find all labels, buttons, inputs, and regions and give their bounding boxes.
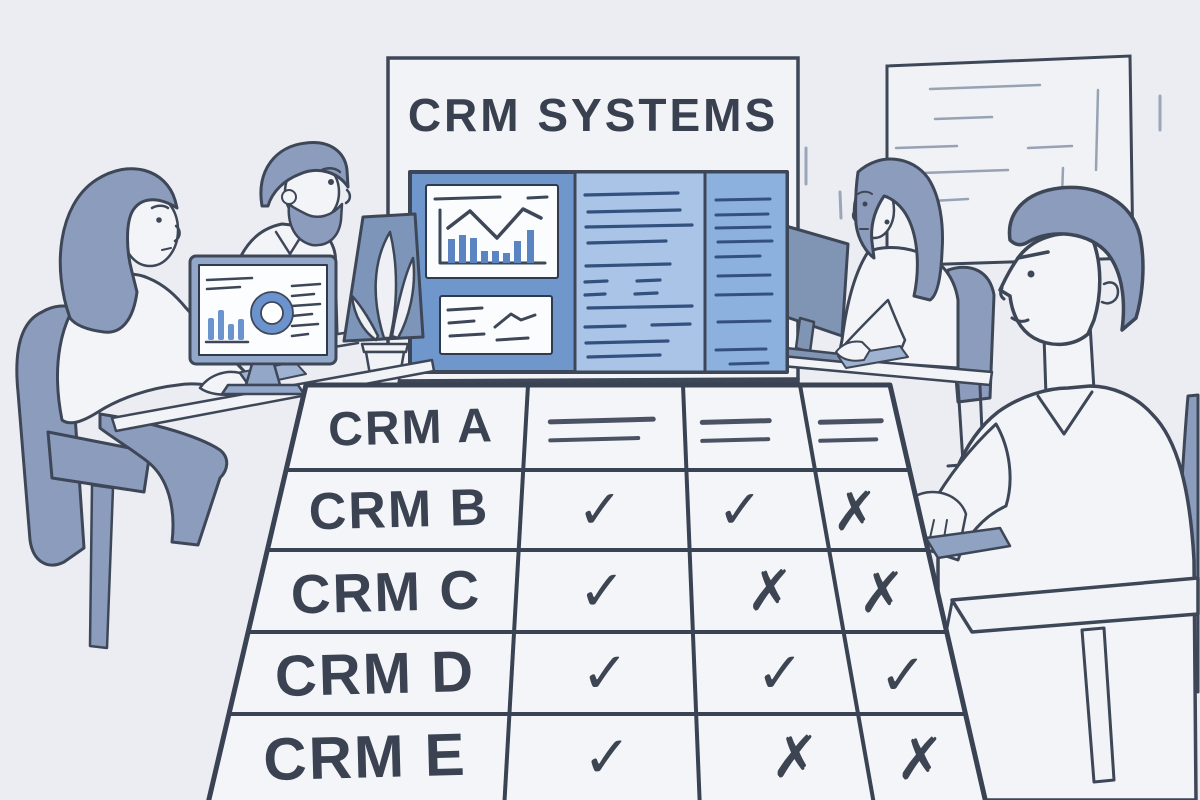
plant-and-monitor	[332, 212, 425, 388]
legs	[98, 412, 229, 547]
column-divider	[502, 384, 530, 800]
beard	[287, 202, 344, 247]
face-features	[150, 204, 181, 251]
left-workstation	[110, 254, 436, 433]
hair	[854, 157, 944, 302]
plant-leaves	[350, 230, 416, 342]
monitor-base	[220, 383, 306, 396]
hair	[58, 167, 179, 334]
dashboard-side-lines	[714, 197, 774, 366]
face-features	[999, 250, 1050, 323]
dashboard-text-lines	[583, 191, 694, 359]
plant-pot-rim	[360, 342, 410, 354]
hand	[835, 340, 871, 362]
column-divider	[798, 384, 876, 800]
laptop-keyboard	[924, 526, 1012, 560]
column-divider	[681, 384, 702, 800]
hair	[259, 141, 350, 208]
person-left-woman	[15, 167, 247, 650]
dashboard	[388, 170, 800, 383]
ear	[281, 189, 297, 205]
collar	[1036, 390, 1094, 436]
line-chart	[446, 207, 543, 240]
monitor-stand	[244, 362, 282, 387]
face-features	[851, 190, 890, 230]
desk-leg	[1080, 626, 1116, 784]
bar-chart	[448, 230, 534, 263]
wall-decor	[804, 94, 1162, 220]
comparison-table-grid	[206, 382, 988, 800]
desk	[950, 576, 1200, 634]
chair-pedestal	[88, 483, 115, 650]
ear	[1100, 281, 1120, 305]
shelf-line	[388, 377, 800, 383]
monitor-stand	[794, 316, 816, 354]
hair	[1007, 185, 1145, 332]
screen-bars	[208, 310, 244, 340]
desk	[110, 358, 436, 433]
chair-seat	[46, 430, 152, 494]
keyboard	[837, 345, 909, 369]
screen-content	[204, 276, 322, 344]
face-features	[320, 167, 352, 205]
